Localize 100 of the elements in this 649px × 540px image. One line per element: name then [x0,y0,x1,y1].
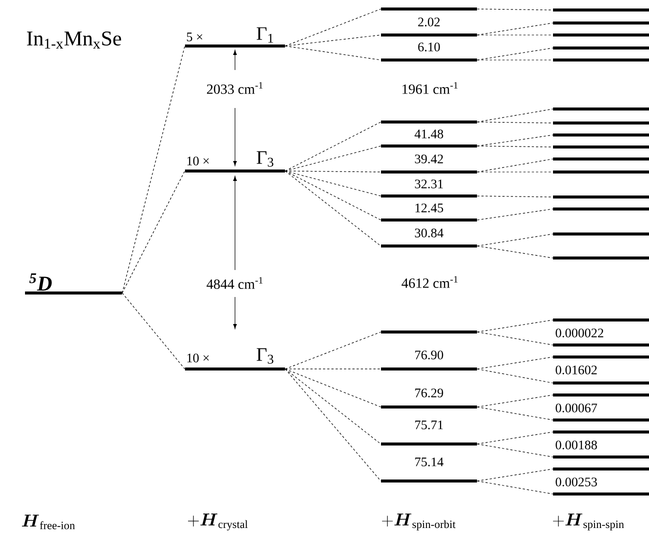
connector-line [476,208,554,220]
connector-line [476,356,554,370]
energy-level [553,22,649,24]
energy-level [553,455,649,458]
splitting-value: 0.00067 [556,404,598,412]
energy-level [381,8,477,10]
energy-level [381,367,477,370]
connector-line [476,34,554,36]
connector-line [284,170,382,246]
energy-level [381,442,477,446]
level-label: Γ$_{3}$ [256,151,274,167]
splitting-value: 6.10 [418,42,440,52]
connector-line [284,34,382,46]
energy-gap-label: 4612 cm$^{-1}$ [402,276,458,288]
energy-level [553,146,649,148]
connector-line [284,46,382,60]
energy-gap-label: 2033 cm$^{-1}$ [206,82,263,94]
energy-level [553,492,649,496]
connector-line [476,146,554,148]
connector-line [284,368,382,370]
energy-level [381,330,477,334]
degeneracy-label: 5 × [186,32,202,42]
connector-line [284,170,382,172]
splitting-value: 12.45 [416,204,444,212]
connector-line [284,368,382,444]
connector-line [122,292,186,370]
energy-gap-label: 4844 cm$^{-1}$ [206,277,263,289]
energy-level [381,218,477,222]
energy-level [553,122,649,124]
energy-level [381,244,477,248]
connector-line [476,320,554,332]
level-label: Γ$_{3}$ [256,348,274,364]
connector-line [476,196,554,198]
degeneracy-label: 10 × [187,156,209,166]
connector-line [476,406,554,420]
connector-line [284,368,382,482]
splitting-value: 0.00188 [556,440,597,450]
energy-level [381,405,477,408]
energy-level [553,430,649,434]
energy-level [553,343,649,346]
splitting-value: 32.31 [415,180,443,188]
energy-level [381,34,477,36]
connector-line [476,234,554,246]
connector-line [476,8,554,10]
energy-level [381,479,477,482]
splitting-value: 0.01602 [556,366,597,374]
energy-level [553,34,649,36]
term-symbol: $^{5}$D [29,273,52,291]
energy-level [553,356,649,358]
connector-line [476,332,554,346]
energy-level [553,318,649,322]
energy-level [553,418,649,422]
connector-line [284,146,382,172]
energy-level [185,44,285,48]
hamiltonian-label: $+\boldsymbol{H}_{\text{spin-spin}}$ [553,514,624,530]
connector-line [122,170,186,294]
splitting-value: 41.48 [414,130,444,138]
connector-line [476,368,554,384]
connector-line [476,432,554,444]
splitting-value: 0.000022 [556,328,604,338]
energy-level [553,8,649,12]
energy-level [381,194,477,198]
energy-level [553,157,649,160]
splitting-value: 30.84 [415,228,444,238]
energy-level [553,46,649,50]
energy-level [553,195,649,198]
energy-level [553,256,649,260]
connector-line [122,46,186,294]
compound-label: In$_{1-x}$Mn$_{x}$Se [26,31,122,48]
energy-level [185,170,285,172]
energy-level [553,108,649,110]
splitting-value: 75.14 [415,458,444,466]
degeneracy-label: 10 × [187,354,209,362]
energy-level [553,134,649,136]
splitting-value: 76.90 [415,350,444,360]
hamiltonian-label: $+\boldsymbol{H}_{\text{spin-orbit}}$ [382,514,456,530]
connector-line [284,122,382,172]
connector-line [284,170,382,220]
connector-line [476,444,554,458]
hamiltonian-label: $\boldsymbol{H}_{\text{free-ion}}$ [22,514,75,530]
energy-level [381,58,477,62]
splitting-value: 2.02 [418,18,440,26]
energy-level [553,381,649,384]
energy-level [553,467,649,470]
energy-level [381,170,477,174]
connector-line [476,394,554,408]
connector-line [476,246,554,258]
splitting-value: 39.42 [415,154,443,164]
connector-line [284,8,382,46]
hamiltonian-label: $+\boldsymbol{H}_{\text{crystal}}$ [188,514,248,530]
connector-line [476,480,554,494]
energy-level [553,232,649,236]
connector-line [284,332,382,370]
connector-line [476,468,554,482]
splitting-value: 0.00253 [556,478,597,486]
level-label: Γ$_{1}$ [256,27,274,43]
energy-level [25,292,122,294]
energy-level [381,120,477,124]
energy-level [185,367,285,370]
energy-level [553,58,649,62]
